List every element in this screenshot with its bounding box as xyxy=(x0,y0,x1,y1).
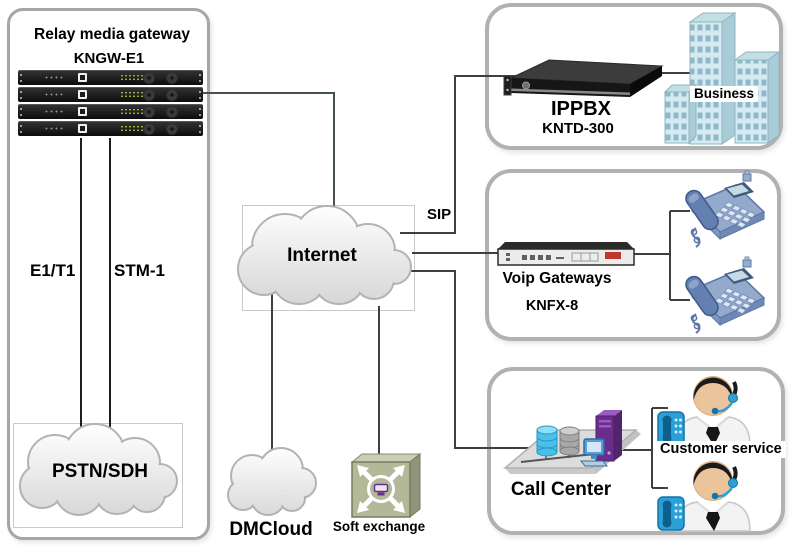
pstn-cloud-label: PSTN/SDH xyxy=(51,461,149,482)
customer-service-agent-icon xyxy=(656,374,752,448)
phones-bracket xyxy=(632,210,690,301)
business-buildings-icon xyxy=(663,12,781,145)
agents-bracket xyxy=(608,407,668,489)
voip-gateways-title: Voip Gateways xyxy=(502,270,612,287)
sip-link xyxy=(400,75,516,234)
soft-exchange-label: Soft exchange xyxy=(332,519,426,534)
dmcloud xyxy=(227,447,317,516)
ippbx-server-icon xyxy=(503,59,664,97)
ippbx-model: KNTD-300 xyxy=(542,120,614,137)
voip-gateway-icon xyxy=(497,242,635,266)
callcenter-platform-icon xyxy=(502,410,641,474)
rack-unit xyxy=(18,70,203,85)
customer-service-agent-icon xyxy=(656,459,752,533)
database-cyan-icon xyxy=(536,425,558,457)
desk-phone-icon xyxy=(681,256,765,334)
voip-gateways-model: KNFX-8 xyxy=(525,298,579,314)
rack-unit xyxy=(18,87,203,102)
call-center-title: Call Center xyxy=(510,479,612,500)
internet-cloud xyxy=(237,205,412,305)
stm1-link-label: STM-1 xyxy=(114,261,165,280)
pstn-cloud xyxy=(19,423,178,516)
connector-lines xyxy=(80,72,700,489)
database-gray-icon xyxy=(559,426,580,456)
relay-gateway-title: Relay media gateway xyxy=(34,26,190,43)
soft-exchange-icon xyxy=(350,452,422,519)
ippbx-title: IPPBX xyxy=(550,98,612,120)
rack-unit xyxy=(18,104,203,119)
callcenter-link xyxy=(403,270,535,449)
customer-service-label: Customer service xyxy=(656,441,786,458)
internet-cloud-label: Internet xyxy=(287,245,357,266)
dmcloud-label: DMCloud xyxy=(229,519,313,540)
relay-gateway-model: KNGW-E1 xyxy=(73,50,145,67)
sip-protocol-label: SIP xyxy=(427,206,452,223)
workstation-icon xyxy=(579,438,609,467)
rack-unit xyxy=(18,121,203,136)
desk-phone-icon xyxy=(681,170,765,248)
e1t1-link-label: E1/T1 xyxy=(30,261,76,280)
relay-gateway-rack xyxy=(18,70,203,138)
business-label: Business xyxy=(690,86,759,102)
